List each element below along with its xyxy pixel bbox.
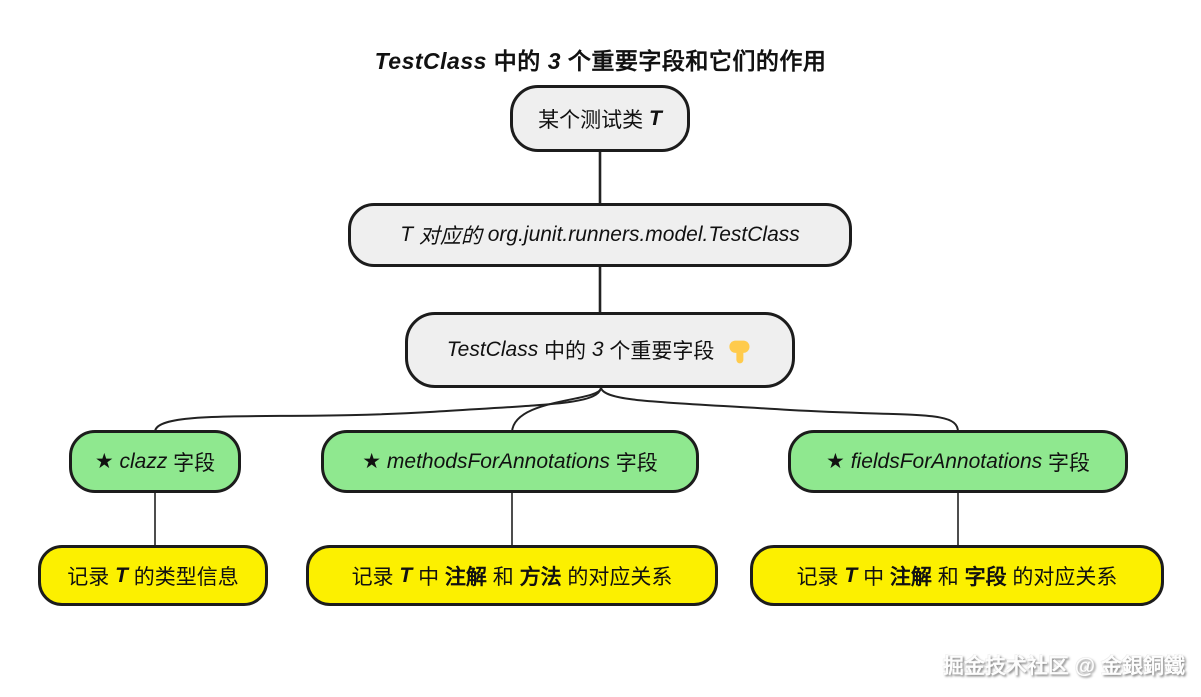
methods-desc-p4: 的对应关系 [561, 565, 673, 589]
edge-header-to-clazz [154, 387, 602, 433]
pointing-down-hand-icon [729, 340, 750, 364]
node-root-label: 某个测试类 [538, 108, 649, 132]
fields-desc-p4: 的对应关系 [1006, 565, 1118, 589]
fields-desc-field: 字段 [964, 565, 1007, 589]
node-clazz-field: ★ clazz 字段 [69, 430, 241, 493]
diagram-title: TestClass 中的 3 个重要字段和它们的作用 [0, 42, 1201, 76]
fields-desc-annotation: 注解 [889, 565, 932, 589]
node-testclass-mapping: T 对应的 org.junit.runners.model.TestClass [348, 203, 852, 267]
clazz-desc-t: T [115, 563, 128, 587]
clazz-desc-p2: 的类型信息 [127, 565, 239, 589]
mapping-classname: org.junit.runners.model.TestClass [487, 223, 800, 246]
fields-desc-p1: 记录 [796, 565, 845, 589]
header-num: 3 [591, 338, 604, 361]
mapping-zh: 对应的 [413, 225, 488, 248]
node-methods-description: 记录 T 中 注解 和 方法 的对应关系 [306, 545, 718, 606]
fields-desc-p3: 和 [931, 565, 965, 589]
title-part-zh1: 中的 [486, 48, 548, 74]
methods-desc-p1: 记录 [351, 565, 400, 589]
clazz-suffix: 字段 [167, 451, 216, 475]
header-en: TestClass [446, 338, 539, 361]
methods-desc-p3: 和 [486, 565, 520, 589]
methods-name: methodsForAnnotations [386, 449, 610, 473]
edge-header-to-methods [511, 387, 602, 433]
star-icon: ★ [94, 450, 120, 473]
node-three-important-fields: TestClass 中的 3 个重要字段 [405, 312, 795, 388]
methods-desc-annotation: 注解 [444, 565, 487, 589]
fields-suffix: 字段 [1042, 451, 1090, 475]
node-root-t: T [649, 106, 662, 130]
star-icon: ★ [362, 450, 387, 473]
header-zh1: 中的 [538, 340, 592, 363]
clazz-desc-p1: 记录 [67, 565, 116, 589]
methods-desc-t: T [399, 563, 413, 587]
title-part-zh2: 个重要字段和它们的作用 [561, 48, 827, 74]
header-zh2: 个重要字段 [603, 340, 721, 363]
edge-header-to-fields [600, 387, 959, 433]
mapping-t: T [400, 223, 414, 246]
node-clazz-description: 记录 T 的类型信息 [38, 545, 268, 606]
title-part-testclass: TestClass [374, 48, 487, 74]
star-icon: ★ [826, 450, 851, 473]
clazz-name: clazz [119, 449, 168, 473]
title-part-num: 3 [547, 48, 561, 74]
methods-desc-p2: 中 [412, 565, 445, 589]
node-some-test-class: 某个测试类 T [510, 85, 690, 152]
methods-suffix: 字段 [609, 451, 658, 475]
watermark: 掘金技术社区 @ 金銀銅鐵 [942, 655, 1185, 678]
methods-desc-method: 方法 [519, 565, 562, 589]
node-fields-for-annotations-field: ★ fieldsForAnnotations 字段 [788, 430, 1128, 493]
fields-name: fieldsForAnnotations [850, 449, 1043, 473]
fields-desc-p2: 中 [857, 565, 890, 589]
node-methods-for-annotations-field: ★ methodsForAnnotations 字段 [321, 430, 699, 493]
node-fields-description: 记录 T 中 注解 和 字段 的对应关系 [750, 545, 1164, 606]
fields-desc-t: T [844, 563, 858, 587]
